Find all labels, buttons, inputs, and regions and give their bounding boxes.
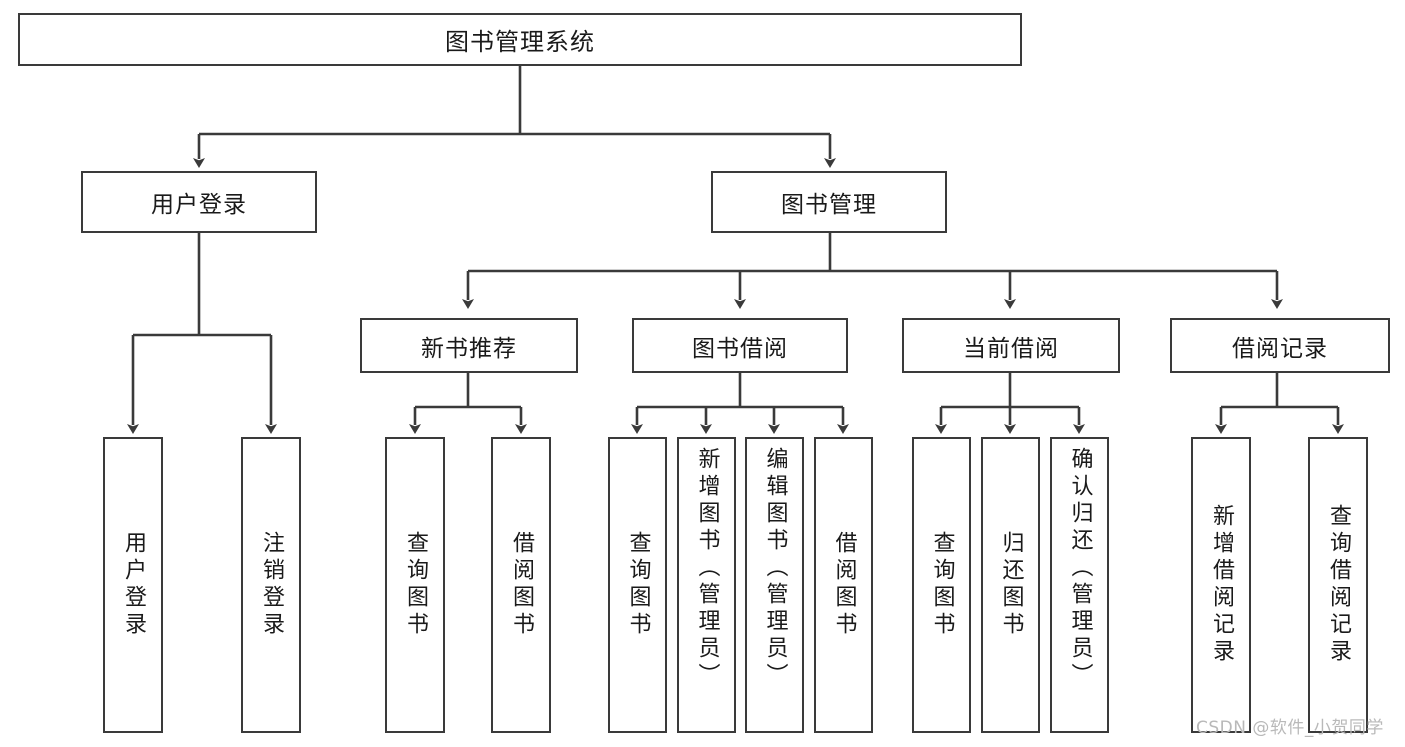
node-user-login[interactable]: 用户登录 — [81, 171, 317, 233]
leaf-logout-login[interactable]: 注销登录 — [241, 437, 301, 733]
leaf-borrow-book-recommend[interactable]: 借阅图书 — [491, 437, 551, 733]
node-label: 借阅图书 — [831, 531, 857, 639]
node-label: 查询图书 — [929, 531, 955, 639]
node-borrow-record[interactable]: 借阅记录 — [1170, 318, 1390, 373]
node-book-management[interactable]: 图书管理 — [711, 171, 947, 233]
watermark-text: CSDN @软件_小贺同学 — [1196, 718, 1384, 738]
node-label: 查询图书 — [403, 531, 428, 639]
node-label: 图书借阅 — [692, 335, 788, 362]
node-label: 编辑图书（管理员） — [762, 447, 788, 690]
leaf-query-borrow-record[interactable]: 查询借阅记录 — [1308, 437, 1368, 733]
leaf-query-book-current[interactable]: 查询图书 — [912, 437, 971, 733]
leaf-add-book-admin[interactable]: 新增图书（管理员） — [677, 437, 736, 733]
node-label: 用户登录 — [121, 531, 146, 639]
node-label: 图书管理系统 — [445, 28, 595, 56]
node-label: 用户登录 — [151, 192, 247, 218]
leaf-edit-book-admin[interactable]: 编辑图书（管理员） — [745, 437, 804, 733]
leaf-borrow-book[interactable]: 借阅图书 — [814, 437, 873, 733]
node-label: 新增借阅记录 — [1209, 504, 1234, 666]
leaf-return-book[interactable]: 归还图书 — [981, 437, 1040, 733]
node-label: 归还图书 — [998, 531, 1024, 639]
node-current-borrow[interactable]: 当前借阅 — [902, 318, 1120, 373]
node-label: 新增图书（管理员） — [694, 447, 720, 690]
node-label: 注销登录 — [259, 531, 284, 639]
node-new-book-recommend[interactable]: 新书推荐 — [360, 318, 578, 373]
node-label: 确认归还（管理员） — [1067, 447, 1093, 690]
node-label: 新书推荐 — [421, 335, 517, 362]
leaf-user-login[interactable]: 用户登录 — [103, 437, 163, 733]
leaf-confirm-return-admin[interactable]: 确认归还（管理员） — [1050, 437, 1109, 733]
node-label: 借阅图书 — [509, 531, 534, 639]
node-label: 查询图书 — [625, 531, 651, 639]
leaf-add-borrow-record[interactable]: 新增借阅记录 — [1191, 437, 1251, 733]
leaf-query-book-borrow[interactable]: 查询图书 — [608, 437, 667, 733]
node-label: 查询借阅记录 — [1326, 504, 1351, 666]
leaf-query-book-recommend[interactable]: 查询图书 — [385, 437, 445, 733]
node-label: 当前借阅 — [963, 335, 1059, 362]
node-label: 借阅记录 — [1232, 335, 1328, 362]
node-book-borrow[interactable]: 图书借阅 — [632, 318, 848, 373]
node-root-book-management-system[interactable]: 图书管理系统 — [18, 13, 1022, 66]
node-label: 图书管理 — [781, 192, 877, 218]
